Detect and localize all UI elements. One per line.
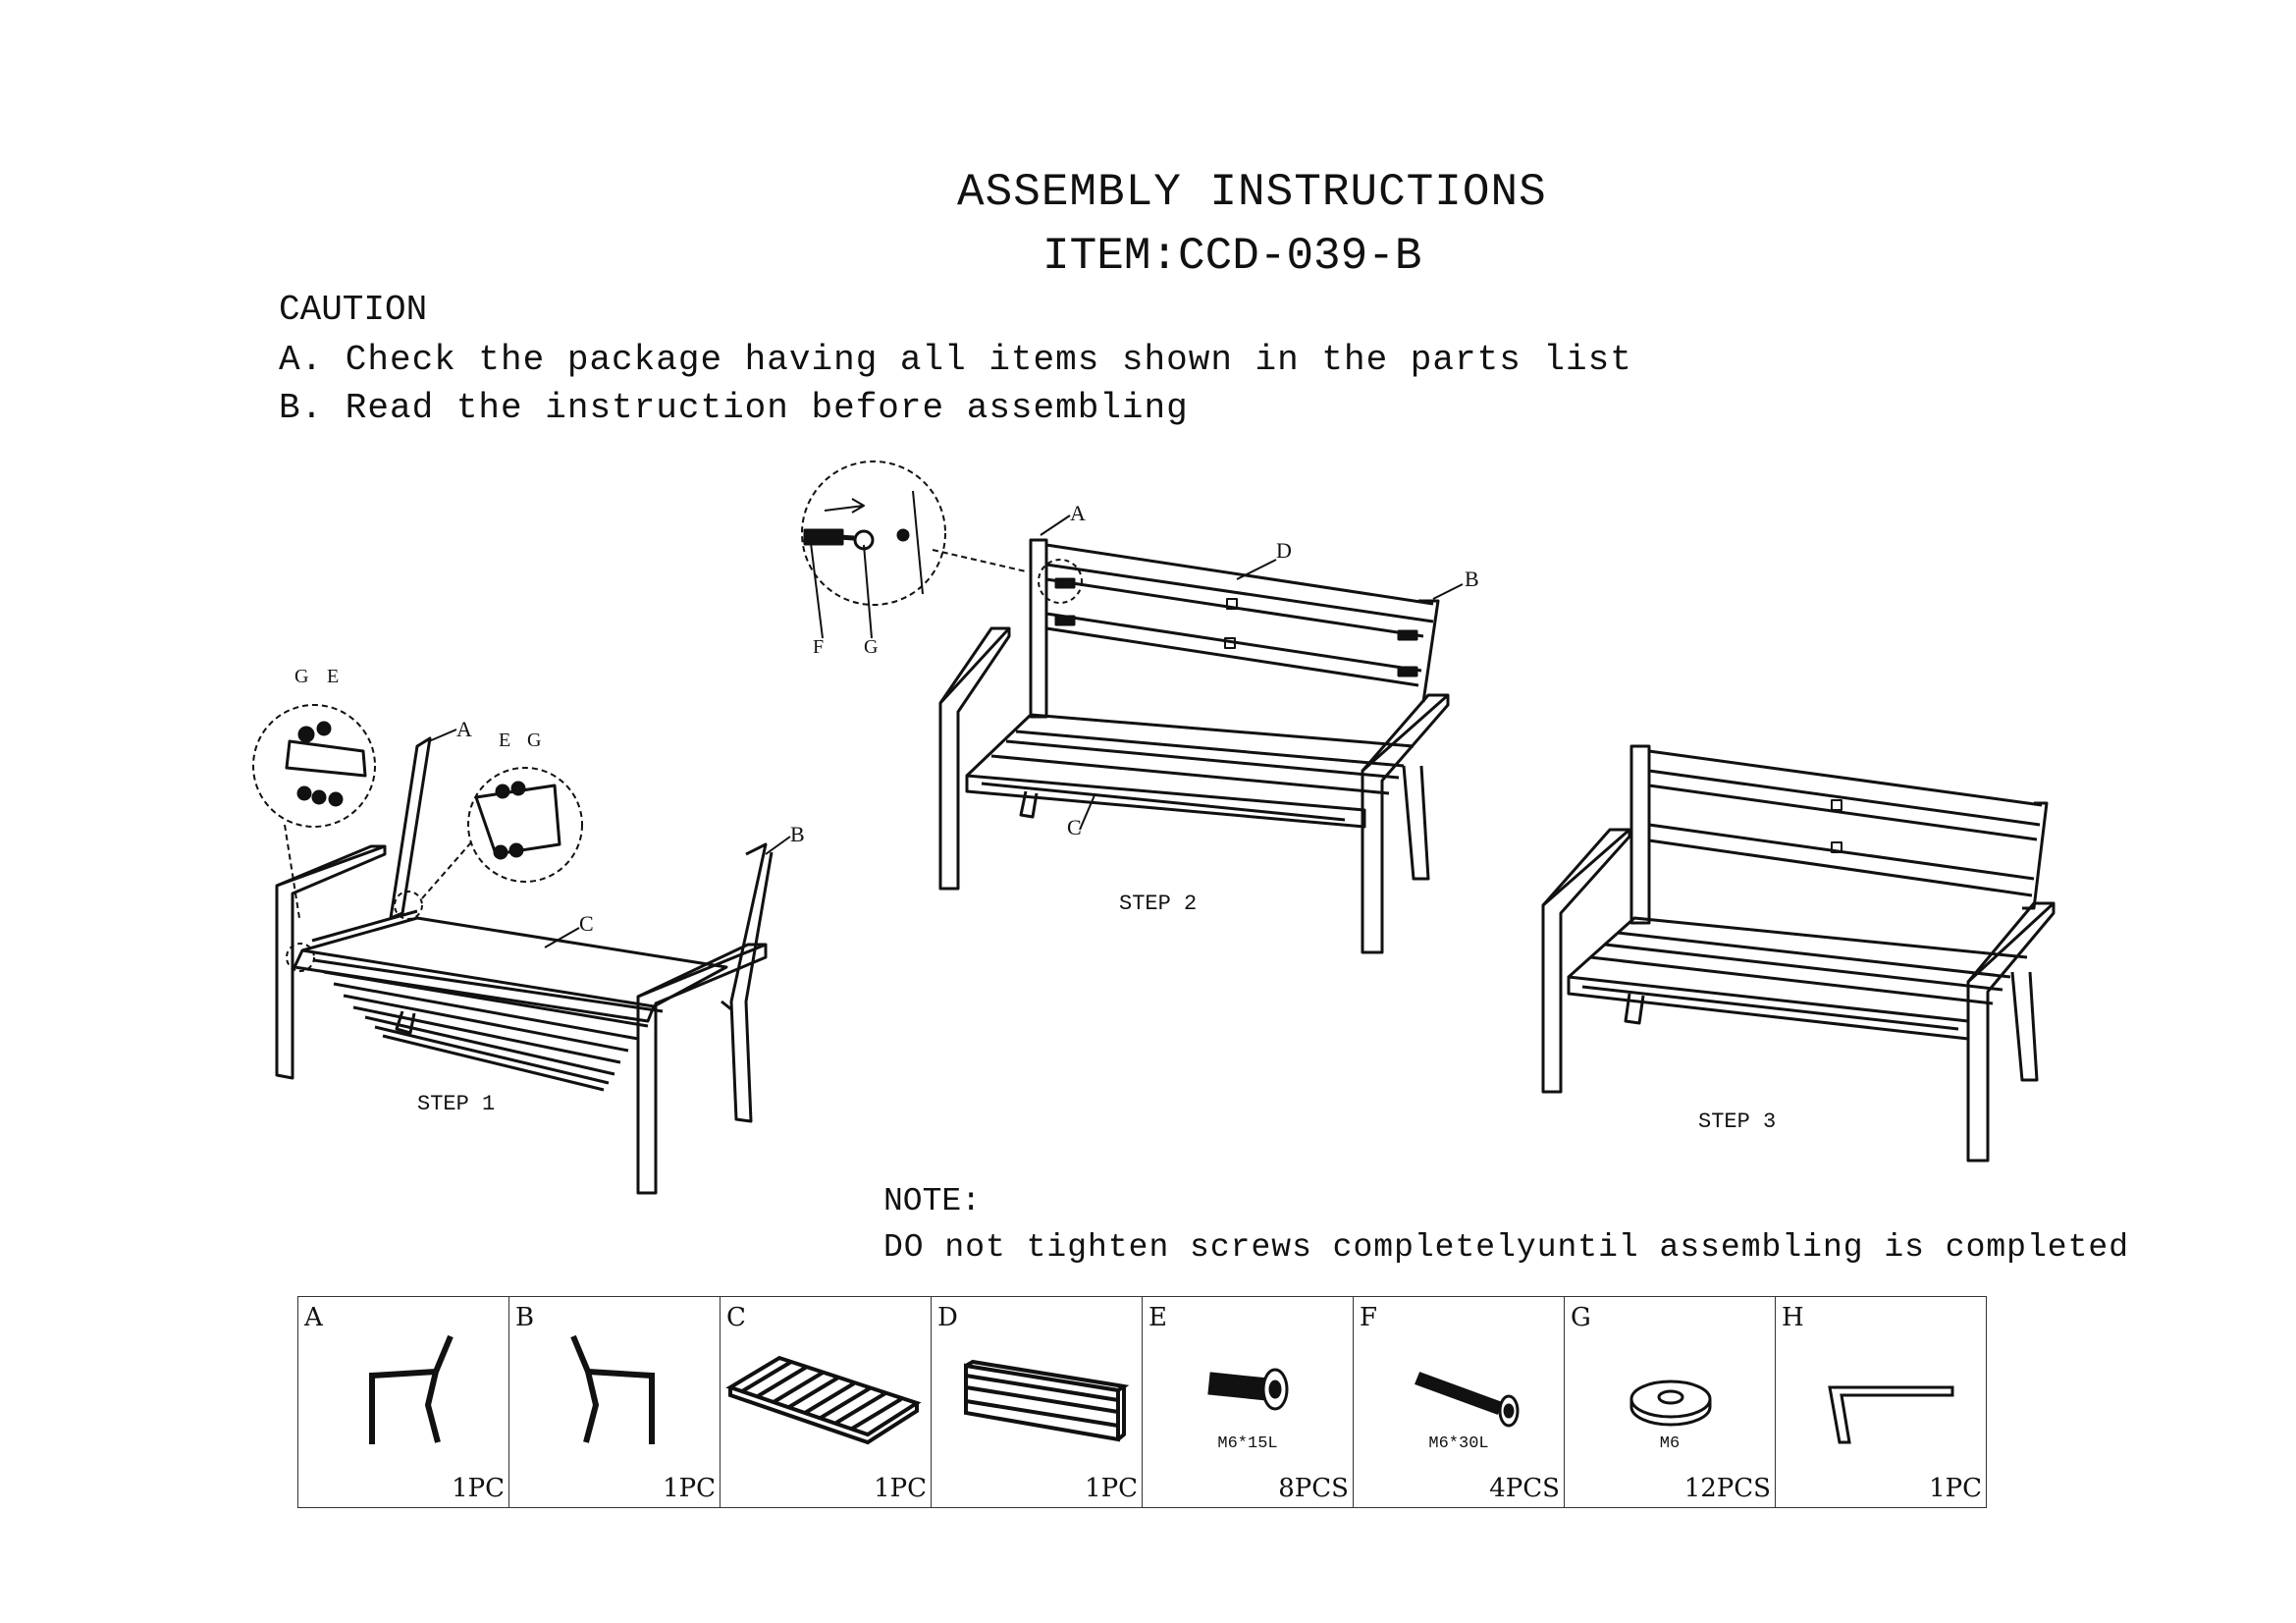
part-label: H: [1782, 1303, 1804, 1332]
step1-label: STEP 1: [417, 1092, 496, 1116]
callout-e-step1-left: E: [327, 666, 339, 687]
part-quantity: 1PC: [1085, 1474, 1138, 1503]
callout-f-step2: F: [813, 636, 824, 658]
callout-g-step2: G: [864, 636, 878, 658]
caution-item-b: B. Read the instruction before assemblin…: [279, 388, 1189, 428]
part-label: C: [726, 1303, 746, 1332]
caution-heading: CAUTION: [279, 290, 428, 330]
part-quantity: 1PC: [1929, 1474, 1982, 1503]
callout-g-step1-left: G: [294, 666, 308, 687]
part-d-cell: D 1PC: [931, 1296, 1143, 1508]
part-quantity: 4PCS: [1489, 1474, 1560, 1503]
part-g-drawing: [1629, 1380, 1712, 1427]
part-label: B: [515, 1303, 535, 1332]
document-title: ASSEMBLY INSTRUCTIONS: [957, 167, 1547, 218]
part-c-cell: C 1PC: [720, 1296, 932, 1508]
callout-a-step2: A: [1070, 501, 1086, 525]
part-f-drawing: [1415, 1372, 1520, 1428]
item-number: ITEM:CCD-039-B: [1042, 231, 1422, 282]
part-d-drawing: [964, 1359, 1130, 1442]
callout-c-step2: C: [1067, 815, 1082, 839]
callout-d-step2: D: [1276, 538, 1292, 563]
callout-c-step1: C: [579, 911, 594, 936]
note-text: DO not tighten screws completelyuntil as…: [883, 1229, 2129, 1266]
step2-label: STEP 2: [1119, 892, 1198, 916]
callout-g-step1-right: G: [527, 730, 541, 751]
callout-b-step1: B: [790, 822, 805, 846]
callout-b-step2: B: [1465, 567, 1479, 591]
note-heading: NOTE:: [883, 1183, 982, 1219]
step2-drawing: [801, 460, 1464, 954]
part-label: E: [1148, 1303, 1167, 1332]
part-label: F: [1360, 1303, 1378, 1332]
caution-item-a: A. Check the package having all items sh…: [279, 340, 1632, 380]
part-quantity: 1PC: [663, 1474, 716, 1503]
part-quantity: 1PC: [452, 1474, 505, 1503]
part-quantity: 8PCS: [1278, 1474, 1349, 1503]
part-e-cell: M6*15L E 8PCS: [1142, 1296, 1354, 1508]
part-quantity: 12PCS: [1683, 1474, 1771, 1503]
part-size: M6*15L: [1217, 1434, 1278, 1453]
part-f-cell: M6*30L F 4PCS: [1353, 1296, 1565, 1508]
part-e-drawing: [1207, 1368, 1289, 1411]
parts-list: A 1PC B 1PC C 1PC D: [297, 1296, 1987, 1508]
part-b-cell: B 1PC: [508, 1296, 721, 1508]
part-g-cell: M6 G 12PCS: [1564, 1296, 1776, 1508]
part-size: M6*30L: [1428, 1434, 1489, 1453]
step3-drawing: [1541, 744, 2056, 1163]
part-a-cell: A 1PC: [297, 1296, 509, 1508]
part-h-drawing: [1828, 1385, 1954, 1444]
step1-drawing: [252, 704, 791, 1195]
part-quantity: 1PC: [874, 1474, 927, 1503]
part-label: A: [304, 1303, 323, 1332]
part-c-drawing: [725, 1355, 922, 1445]
part-h-cell: H 1PC: [1775, 1296, 1987, 1508]
part-size: M6: [1659, 1434, 1681, 1453]
part-a-drawing: [369, 1334, 454, 1444]
callout-a-step1: A: [456, 717, 472, 741]
callout-e-step1-right: E: [499, 730, 510, 751]
step3-label: STEP 3: [1698, 1109, 1777, 1134]
part-b-drawing: [570, 1334, 655, 1444]
part-label: G: [1571, 1303, 1591, 1332]
part-label: D: [937, 1303, 958, 1332]
